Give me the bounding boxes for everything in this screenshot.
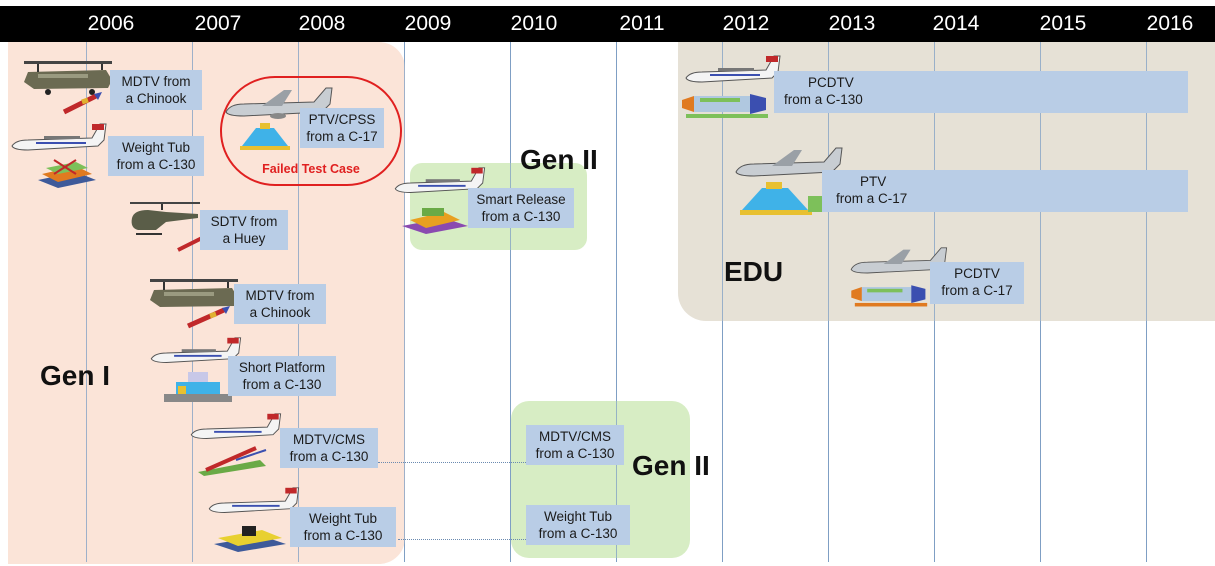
test-label-ptv-c17: PTV from a C-17 bbox=[822, 170, 1188, 212]
year-header-bar bbox=[0, 6, 1215, 42]
test-label-sdtv-huey: SDTV from a Huey bbox=[200, 210, 288, 250]
year-gridline bbox=[1146, 42, 1147, 562]
test-label-smart-release: Smart Release from a C-130 bbox=[468, 188, 574, 228]
drop-platform-icon bbox=[38, 159, 96, 188]
huey-helicopter-icon bbox=[130, 202, 200, 235]
test-label-short-platform: Short Platform from a C-130 bbox=[228, 356, 336, 396]
year-label-2008: 2008 bbox=[298, 12, 346, 35]
test-label-mdtv-cms: MDTV/CMS from a C-130 bbox=[526, 425, 624, 465]
year-label-2011: 2011 bbox=[619, 12, 665, 35]
test-label-pcdtv-c130: PCDTV from a C-130 bbox=[774, 71, 1188, 113]
year-label-2010: 2010 bbox=[510, 12, 558, 35]
year-label-2007: 2007 bbox=[194, 12, 242, 35]
year-gridline bbox=[616, 42, 617, 562]
c130-aircraft-icon bbox=[190, 413, 282, 439]
drop-platform-icon bbox=[164, 372, 232, 402]
drop-platform-icon bbox=[214, 526, 286, 552]
year-gridline bbox=[404, 42, 405, 562]
test-label-ptv-cpss: PTV/CPSS from a C-17 bbox=[300, 108, 384, 148]
year-label-2012: 2012 bbox=[722, 12, 770, 35]
test-label-mdtv-chinook: MDTV from a Chinook bbox=[234, 284, 326, 324]
connector-weight-tub bbox=[398, 539, 526, 540]
gen2-label-bottom: Gen II bbox=[632, 450, 710, 481]
dart-test-vehicle-icon bbox=[62, 92, 102, 115]
drop-platform-icon bbox=[402, 208, 468, 234]
year-label-2009: 2009 bbox=[404, 12, 452, 35]
c130-aircraft-icon bbox=[685, 55, 781, 83]
capsule-test-vehicle-icon bbox=[740, 182, 826, 215]
test-label-weight-tub: Weight Tub from a C-130 bbox=[108, 136, 204, 176]
dart-test-vehicle-icon bbox=[186, 306, 230, 329]
c130-aircraft-icon bbox=[150, 337, 242, 363]
c17-aircraft-icon bbox=[735, 147, 843, 177]
failed-test-label: Failed Test Case bbox=[262, 162, 360, 176]
year-gridline bbox=[86, 42, 87, 562]
chinook-helicopter-icon bbox=[150, 279, 238, 307]
year-gridline bbox=[1040, 42, 1041, 562]
year-gridline bbox=[828, 42, 829, 562]
capsule-test-vehicle-icon bbox=[240, 123, 290, 150]
c130-aircraft-icon bbox=[394, 167, 486, 193]
year-label-2006: 2006 bbox=[87, 12, 135, 35]
test-label-weight-tub: Weight Tub from a C-130 bbox=[526, 505, 630, 545]
connector-mdtv-cms bbox=[378, 462, 526, 463]
capsule-test-vehicle-icon bbox=[682, 94, 768, 118]
c130-aircraft-icon bbox=[11, 123, 107, 151]
dart-test-vehicle-icon bbox=[198, 446, 267, 476]
edu-label: EDU bbox=[724, 256, 784, 287]
test-label-mdtv-cms: MDTV/CMS from a C-130 bbox=[280, 428, 378, 468]
gen1-label: Gen I bbox=[40, 360, 111, 391]
year-label-2015: 2015 bbox=[1039, 12, 1087, 35]
failed-test-outline bbox=[220, 76, 402, 186]
c130-aircraft-icon bbox=[208, 487, 300, 513]
gen2-label-top: Gen II bbox=[520, 144, 598, 175]
capsule-test-vehicle-icon bbox=[851, 285, 928, 307]
chinook-helicopter-icon bbox=[24, 61, 112, 95]
year-label-2013: 2013 bbox=[828, 12, 876, 35]
year-label-2014: 2014 bbox=[932, 12, 980, 35]
test-label-mdtv-chinook: MDTV from a Chinook bbox=[110, 70, 202, 110]
c17-aircraft-icon bbox=[850, 247, 948, 274]
test-label-weight-tub: Weight Tub from a C-130 bbox=[290, 507, 396, 547]
year-gridline bbox=[722, 42, 723, 562]
test-label-pcdtv-c17: PCDTV from a C-17 bbox=[930, 262, 1024, 304]
year-gridline bbox=[510, 42, 511, 562]
year-label-2016: 2016 bbox=[1146, 12, 1194, 35]
